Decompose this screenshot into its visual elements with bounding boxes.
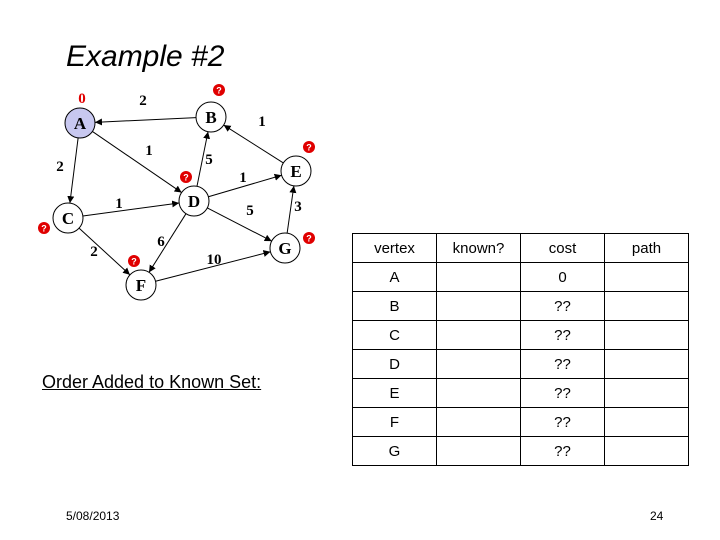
edge-c-d [82, 200, 180, 217]
header-cost: cost [520, 233, 605, 263]
node-b [195, 101, 227, 133]
cell-path [604, 436, 689, 466]
edge-e-b [223, 124, 284, 164]
table-row: F ?? [352, 407, 689, 437]
unknown-distance-icon-e: ? [303, 141, 315, 153]
footer-date: 5/08/2013 [66, 509, 120, 523]
edge-g-e [286, 185, 297, 234]
edge-weight-a-c: 2 [56, 159, 64, 175]
cell-path [604, 378, 689, 408]
edge-b-a [94, 117, 197, 126]
edge-c-f [78, 227, 131, 276]
edge-weight-c-d: 1 [115, 196, 123, 212]
edge-weight-g-e: 3 [294, 199, 302, 215]
header-vertex: vertex [352, 233, 437, 263]
svg-text:?: ? [41, 224, 47, 234]
node-label-a: A [74, 114, 87, 133]
unknown-distance-icon-d: ? [180, 171, 192, 183]
svg-text:?: ? [216, 86, 222, 96]
cell-cost: ?? [520, 378, 605, 408]
table-row: G ?? [352, 436, 689, 466]
cell-known [436, 320, 521, 350]
unknown-distance-icon-c: ? [38, 222, 50, 234]
table-row: B ?? [352, 291, 689, 321]
cell-cost: ?? [520, 407, 605, 437]
cell-cost: ?? [520, 436, 605, 466]
edge-weight-e-b: 1 [258, 114, 266, 130]
unknown-distance-icon-f: ? [128, 255, 140, 267]
distance-label-a: 0 [78, 91, 86, 107]
cell-known [436, 349, 521, 379]
node-label-c: C [62, 209, 74, 228]
header-known: known? [436, 233, 521, 263]
cell-known [436, 436, 521, 466]
unknown-distance-icon-b: ? [213, 84, 225, 96]
svg-text:?: ? [183, 173, 189, 183]
vertex-table: vertex known? cost path A 0 B ?? C ?? D [352, 233, 689, 466]
edge-d-e [208, 173, 282, 198]
cell-cost: ?? [520, 320, 605, 350]
edge-weight-d-b: 5 [205, 152, 213, 168]
edge-weight-c-f: 2 [90, 244, 98, 260]
order-added-label: Order Added to Known Set: [42, 372, 262, 392]
cell-vertex: F [352, 407, 437, 437]
table-row: D ?? [352, 349, 689, 379]
cell-vertex: C [352, 320, 437, 350]
edge-weight-a-d: 1 [145, 143, 153, 159]
cell-vertex: A [352, 262, 437, 292]
cell-path [604, 407, 689, 437]
cell-known [436, 291, 521, 321]
svg-text:?: ? [131, 257, 137, 267]
edge-a-c [67, 137, 79, 204]
edge-f-g [155, 250, 271, 282]
node-g [269, 232, 301, 264]
edge-weight-f-g: 10 [207, 252, 222, 268]
cell-path [604, 262, 689, 292]
table-row: E ?? [352, 378, 689, 408]
node-e [280, 155, 312, 187]
cell-cost: ?? [520, 349, 605, 379]
cell-known [436, 378, 521, 408]
cell-path [604, 349, 689, 379]
node-label-d: D [188, 192, 200, 211]
cell-path [604, 291, 689, 321]
cell-path [604, 320, 689, 350]
cell-vertex: B [352, 291, 437, 321]
node-label-f: F [136, 276, 146, 295]
edge-weight-d-e: 1 [239, 170, 247, 186]
edge-weight-d-f: 6 [157, 234, 165, 250]
slide-title: Example #2 [66, 40, 225, 73]
table-header-row: vertex known? cost path [352, 233, 689, 263]
cell-cost: 0 [520, 262, 605, 292]
node-label-g: G [278, 239, 291, 258]
edge-d-g [207, 207, 272, 242]
node-f [125, 269, 157, 301]
edge-d-b [196, 131, 211, 187]
node-c [52, 202, 84, 234]
header-path: path [604, 233, 689, 263]
table-row: A 0 [352, 262, 689, 292]
cell-vertex: E [352, 378, 437, 408]
cell-cost: ?? [520, 291, 605, 321]
node-a [64, 107, 96, 139]
cell-known [436, 407, 521, 437]
svg-text:?: ? [306, 143, 312, 153]
node-label-b: B [205, 108, 216, 127]
node-d [178, 185, 210, 217]
edge-d-f [148, 213, 187, 273]
table-row: C ?? [352, 320, 689, 350]
node-label-e: E [290, 162, 301, 181]
footer-page-number: 24 [650, 509, 664, 523]
cell-vertex: D [352, 349, 437, 379]
cell-vertex: G [352, 436, 437, 466]
edge-weight-d-g: 5 [246, 203, 254, 219]
unknown-distance-icon-g: ? [303, 232, 315, 244]
edge-a-d [92, 131, 182, 193]
edge-weight-b-a: 2 [139, 93, 147, 109]
cell-known [436, 262, 521, 292]
svg-text:?: ? [306, 234, 312, 244]
